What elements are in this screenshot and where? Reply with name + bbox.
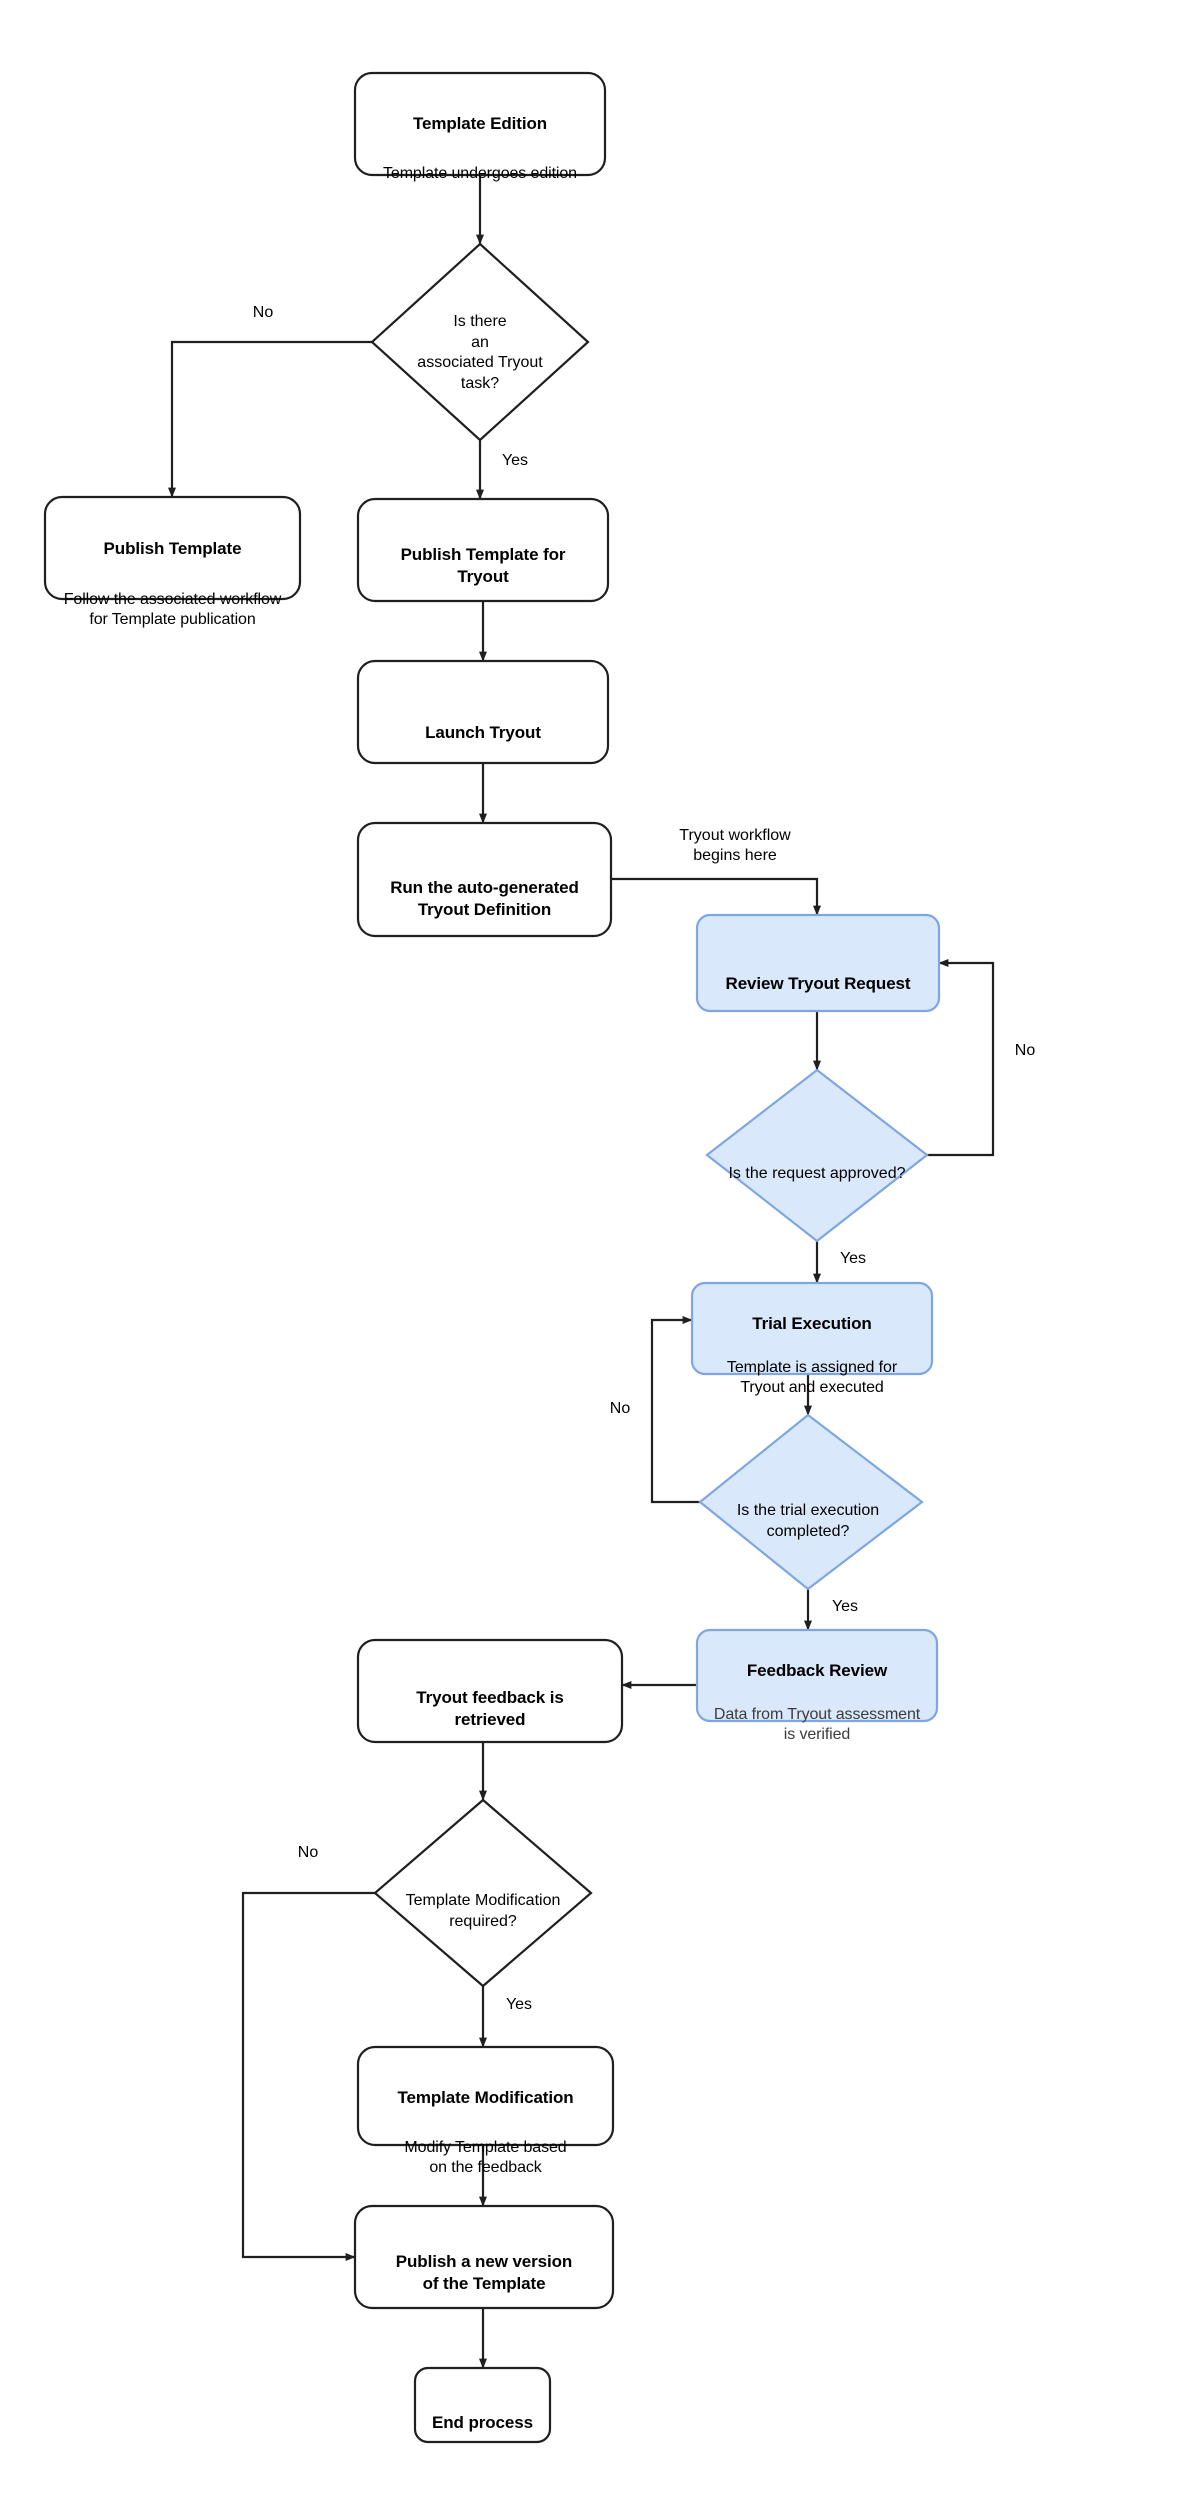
node-tryout-feedback-retrieved[interactable] <box>356 1638 624 1744</box>
node-review-tryout-request[interactable] <box>695 913 941 1013</box>
node-request-approved[interactable] <box>705 1068 929 1243</box>
node-launch-tryout[interactable] <box>356 659 610 765</box>
edge-label-no-trial-completed: No <box>609 1400 631 1417</box>
node-template-edition[interactable] <box>353 71 607 177</box>
edge-no-completed-loop <box>650 1316 700 1504</box>
edge-no-to-publish-template <box>168 340 372 498</box>
node-publish-template-for-tryout[interactable] <box>356 497 610 603</box>
node-template-modification[interactable] <box>356 2045 615 2147</box>
node-trial-execution-completed[interactable] <box>698 1413 924 1591</box>
node-associated-tryout-task[interactable] <box>370 242 590 442</box>
node-run-tryout-definition[interactable] <box>356 821 613 938</box>
edge-label-yes-modification-required: Yes <box>505 1996 533 2013</box>
edge-label-yes-request-approved: Yes <box>839 1250 867 1267</box>
node-publish-template[interactable] <box>43 495 302 601</box>
node-trial-execution[interactable] <box>690 1281 934 1376</box>
edge-label-no-modification-required: No <box>297 1844 319 1861</box>
edge-no-approved-loop <box>927 959 995 1157</box>
edge-label-tryout-workflow-begins-here: Tryout workflow begins here <box>679 827 791 864</box>
edge-label-no-associated-task: No <box>252 304 274 321</box>
edge-no-modification-to-publish-new <box>241 1891 375 2261</box>
edge-label-no-request-approved: No <box>1014 1042 1036 1059</box>
edge-run-definition-to-review <box>611 877 821 916</box>
node-publish-new-version[interactable] <box>353 2204 615 2310</box>
edge-label-yes-trial-completed: Yes <box>831 1598 859 1615</box>
edge-label-yes-associated-task: Yes <box>501 452 529 469</box>
node-end-process[interactable] <box>413 2366 552 2444</box>
node-feedback-review[interactable] <box>695 1628 939 1723</box>
node-template-modification-required[interactable] <box>373 1798 593 1988</box>
